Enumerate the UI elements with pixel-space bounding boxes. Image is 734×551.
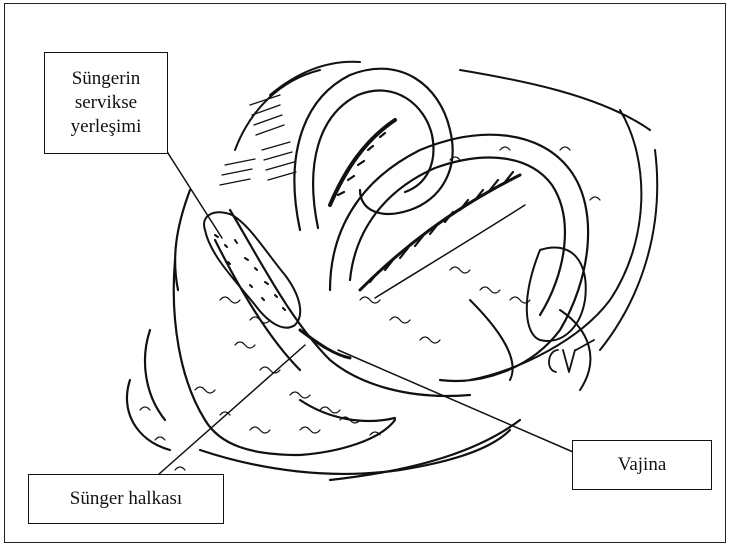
lower-body-contour — [127, 190, 520, 480]
leader-line-sponge-placement — [166, 150, 222, 238]
sponge — [204, 212, 300, 327]
leader-line-vagina — [338, 350, 580, 455]
label-vagina: Vajina — [572, 440, 712, 490]
leader-line-sponge-ring — [150, 345, 305, 482]
label-sponge-ring: Sünger halkası — [28, 474, 224, 524]
artist-signature — [549, 340, 594, 372]
uterus — [330, 135, 588, 381]
label-sponge-placement: Süngerin servikse yerleşimi — [44, 52, 168, 154]
bladder — [294, 69, 452, 230]
